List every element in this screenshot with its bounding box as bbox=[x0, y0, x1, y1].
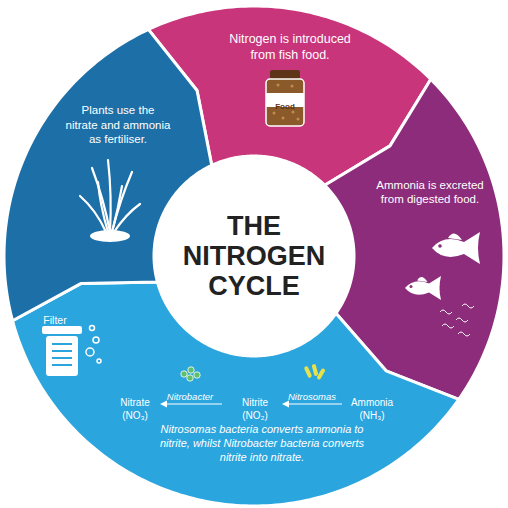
filter-part bbox=[46, 336, 78, 376]
waste-marks-part bbox=[458, 332, 470, 336]
waste-marks-part bbox=[456, 318, 468, 322]
food-jar-part bbox=[270, 70, 300, 79]
circle-shape bbox=[162, 164, 346, 348]
label-holder: Nitrite bbox=[242, 392, 268, 410]
nitrosomas-icon-part bbox=[312, 364, 319, 377]
label-holder: Ammonia bbox=[351, 392, 393, 410]
filter-part bbox=[42, 326, 82, 334]
bacteria-name: Nitrosomas bbox=[288, 392, 336, 403]
filter-part-part bbox=[52, 343, 72, 345]
reaction-arrow-part bbox=[160, 401, 167, 408]
waste-marks-part bbox=[440, 310, 452, 314]
plant-part bbox=[112, 172, 132, 232]
reaction-arrow-part bbox=[287, 403, 342, 404]
filter bbox=[42, 326, 101, 377]
goldfish-part bbox=[417, 277, 428, 282]
plant bbox=[80, 160, 140, 242]
goldfish-part bbox=[410, 285, 413, 288]
waste-marks bbox=[440, 304, 474, 336]
food-jar-part bbox=[282, 117, 285, 120]
text-holder: Nitrosomas bacteria converts ammonia to … bbox=[156, 423, 368, 464]
goldfish-part bbox=[448, 233, 462, 240]
reaction-arrow-part bbox=[165, 403, 222, 404]
label-holder: Filter bbox=[43, 310, 66, 328]
reaction-arrow-part bbox=[282, 401, 289, 408]
icon-label: Filter bbox=[43, 314, 66, 326]
nitrosomas-icon-part bbox=[304, 366, 313, 379]
plant-part bbox=[98, 182, 108, 232]
filter-part-part bbox=[52, 364, 72, 366]
plant-part bbox=[112, 186, 122, 232]
filter-part-part bbox=[93, 337, 99, 343]
goldfish-part bbox=[432, 232, 480, 264]
nitrobacter-icon-part bbox=[181, 371, 187, 377]
filter-part-part bbox=[86, 348, 94, 356]
chemical-formula: (NO₂) bbox=[242, 410, 268, 422]
label-holder: Nitrate bbox=[120, 392, 149, 410]
food-jar-part bbox=[273, 112, 276, 115]
food-jar-part bbox=[297, 118, 300, 121]
text-holder: Ammonia is excreted from digested food. bbox=[373, 178, 487, 207]
label-holder: Nitrobacter bbox=[167, 386, 213, 404]
food-jar-part bbox=[277, 84, 280, 87]
plant-part bbox=[108, 160, 111, 232]
stage-text: Plants use the nitrate and ammonia as fe… bbox=[64, 103, 172, 146]
nitrobacter-icon bbox=[181, 367, 200, 381]
plant-part bbox=[80, 196, 106, 232]
text-holder: Nitrogen is introduced from fish food. bbox=[215, 32, 365, 63]
filter-part-part bbox=[52, 357, 72, 359]
chemical-formula: (NO₃) bbox=[122, 410, 148, 422]
food-jar-part bbox=[291, 85, 294, 88]
label-holder: Food bbox=[275, 95, 295, 113]
stage-text: Ammonia is excreted from digested food. bbox=[373, 178, 487, 207]
nitrobacter-icon-part bbox=[194, 372, 200, 378]
text-holder: Plants use the nitrate and ammonia as fe… bbox=[64, 103, 172, 146]
stage-text: Nitrogen is introduced from fish food. bbox=[215, 32, 365, 63]
chemical-formula: (NH₃) bbox=[359, 410, 384, 422]
jar-label: Food bbox=[275, 102, 295, 111]
filter-part bbox=[86, 326, 101, 364]
text-holder: THE NITROGEN CYCLE bbox=[168, 211, 340, 302]
nitrobacter-icon-part bbox=[187, 375, 193, 381]
chemical-name: Ammonia bbox=[351, 397, 393, 409]
filter-part-part bbox=[52, 350, 72, 352]
filter-part bbox=[52, 344, 72, 365]
cycle-title: THE NITROGEN CYCLE bbox=[168, 211, 340, 302]
nitrosomas-icon-part bbox=[316, 368, 325, 380]
filter-part-part bbox=[97, 359, 101, 363]
filter-part-part bbox=[90, 326, 95, 331]
food-jar bbox=[266, 70, 304, 126]
bacteria-name: Nitrobacter bbox=[167, 392, 213, 403]
label-holder: Nitrosomas bbox=[288, 386, 336, 404]
plant-part bbox=[90, 230, 130, 242]
goldfish bbox=[405, 276, 441, 300]
center-circle: THE NITROGEN CYCLE bbox=[162, 164, 346, 348]
food-jar-part bbox=[266, 79, 304, 126]
goldfish bbox=[432, 232, 480, 264]
waste-marks-part bbox=[442, 324, 454, 328]
chemical-name: Nitrate bbox=[120, 397, 149, 409]
chemical-name: Nitrite bbox=[242, 397, 268, 409]
goldfish-part bbox=[438, 244, 442, 248]
nitrosomas-icon bbox=[304, 364, 326, 381]
goldfish-part bbox=[405, 276, 441, 300]
stage-text: Nitrosomas bacteria converts ammonia to … bbox=[156, 423, 368, 464]
waste-marks-part bbox=[462, 304, 474, 308]
nitrobacter-icon-part bbox=[188, 367, 194, 373]
